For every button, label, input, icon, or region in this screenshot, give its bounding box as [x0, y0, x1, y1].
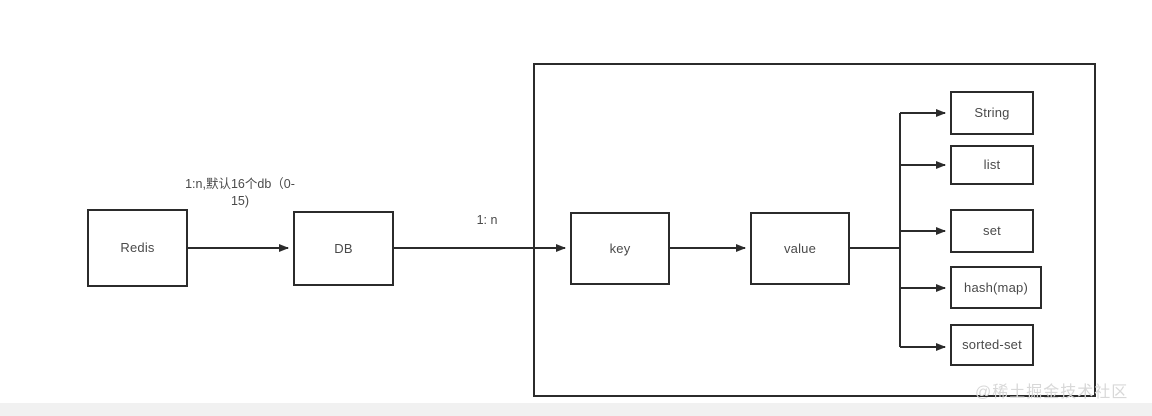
- watermark: @稀土掘金技术社区: [975, 384, 1129, 401]
- node-list[interactable]: list: [950, 145, 1034, 185]
- node-set-label: set: [983, 223, 1001, 238]
- node-db[interactable]: DB: [293, 211, 394, 286]
- node-set[interactable]: set: [950, 209, 1034, 253]
- node-value[interactable]: value: [750, 212, 850, 285]
- key-value-container: [533, 63, 1096, 397]
- node-list-label: list: [983, 157, 1001, 172]
- node-sorted-set[interactable]: sorted-set: [950, 324, 1034, 366]
- node-redis-label: Redis: [120, 240, 155, 255]
- node-key-label: key: [609, 240, 631, 256]
- node-string[interactable]: String: [950, 91, 1034, 135]
- node-string-label: String: [974, 105, 1010, 120]
- node-db-label: DB: [334, 240, 353, 256]
- node-sorted-set-label: sorted-set: [962, 337, 1022, 352]
- node-key[interactable]: key: [570, 212, 670, 285]
- node-hash-map[interactable]: hash(map): [950, 266, 1042, 309]
- edge-label-redis-to-db: 1:n,默认16个db（0- 15): [185, 177, 295, 208]
- node-hash-map-label: hash(map): [964, 279, 1028, 295]
- edge-label-db-to-key: 1: n: [476, 213, 498, 227]
- node-value-label: value: [783, 240, 817, 256]
- node-redis[interactable]: Redis: [87, 209, 188, 287]
- bottom-strip: [0, 403, 1152, 416]
